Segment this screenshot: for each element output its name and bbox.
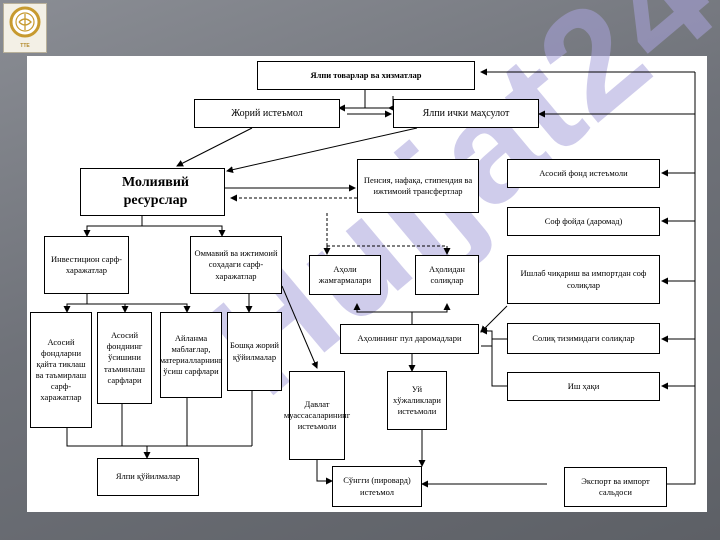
connector-lines [63,68,696,488]
box-investitsion: Инвестицион сарф-харажатлар [44,236,129,294]
box-asosiy-fond-istemoli: Асосий фонд истеъмоли [507,159,660,188]
box-aylanma-mablaglar: Айланма маблағлар, материалларнинг ўсиш … [160,312,222,398]
box-pensiya: Пенсия, нафақа, стипендия ва ижтимоий тр… [357,159,479,213]
box-ishlab-chiqarish: Ишлаб чиқариш ва импортдан соф солиқлар [507,255,660,304]
emblem-icon [9,6,41,38]
box-yalpi-tovar: Ялпи товарлар ва хизматлар [257,61,475,90]
box-moliyaviy-resurslar: Молиявий ресурслар [80,168,225,216]
box-aholidan-soliqlar: Аҳолидан солиқлар [415,255,479,295]
box-boshqa-joriy: Бошқа жорий қўйилмалар [227,312,282,391]
box-ommaviy: Оммавий ва ижтимоий соҳадаги сарф-хаража… [190,236,282,294]
box-davlat-muassasalari: Давлат муассасаларининг истеъмоли [284,371,350,460]
box-aholi-jamgarmalari: Аҳоли жамғармалари [309,255,381,295]
box-songgi-istemol: Сўнгги (пировард) истеъмол [332,466,422,507]
box-yalpi-ichki: Ялпи ички маҳсулот [393,99,539,128]
logo-caption: ТТЕ [20,43,30,49]
box-uy-xojaliklari: Уй хўжаликлари истеъмоли [387,371,447,430]
box-asosiy-fond-osish: Асосий фонднинг ўсишини таъминлаш сарфла… [97,312,152,404]
box-sof-foyda: Соф фойда (даромад) [507,207,660,236]
logo: ТТЕ [3,3,47,53]
box-ish-haqi: Иш ҳақи [507,372,660,401]
box-eksport-import: Экспорт ва импорт сальдоси [564,467,667,507]
box-yalpi-qoyilmalar: Ялпи қўйилмалар [97,458,199,496]
box-soliq-tizimi: Солиқ тизимидаги солиқлар [507,323,660,354]
diagram-slide: Hujjat24 [27,0,720,512]
box-aholining-pul: Аҳолининг пул даромадлари [340,324,479,354]
box-joriy-istemol: Жорий истеъмол [194,99,340,128]
box-asosiy-fondlarni-tiklash: Асосий фондларни қайта тиклаш ва таъмирл… [30,312,92,428]
